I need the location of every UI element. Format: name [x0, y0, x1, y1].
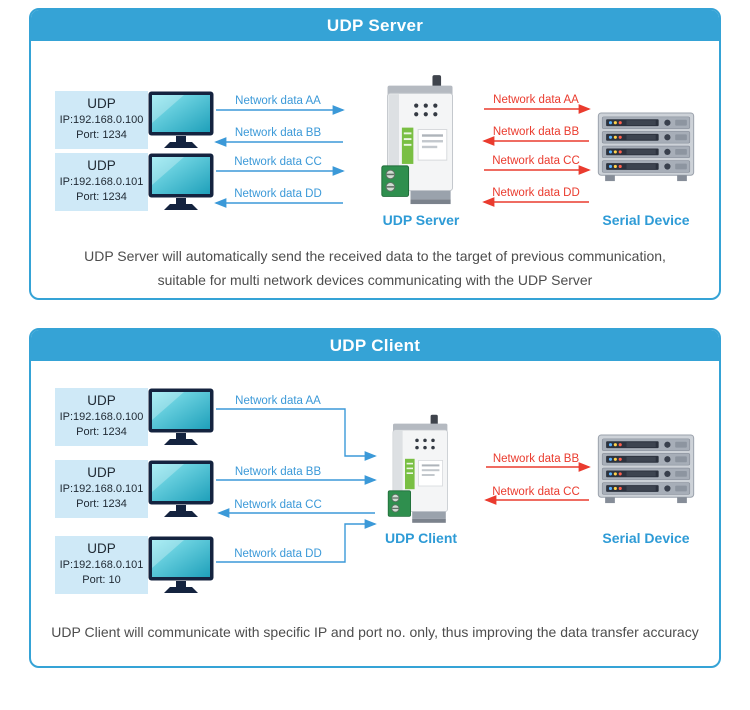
arrow-network-data-aa-left	[216, 408, 377, 461]
panel-title: UDP Server	[31, 10, 719, 41]
serial-device-label: Serial Device	[602, 212, 690, 228]
computer-protocol: UDP	[87, 541, 116, 557]
computer-ip: IP:192.168.0.100	[59, 411, 144, 424]
monitor-icon	[148, 536, 214, 593]
computer-port: Port: 1234	[76, 425, 127, 438]
computer-address-box: UDP IP:192.168.0.101 Port: 1234	[55, 460, 148, 518]
arrow-label: Network data BB	[492, 453, 580, 465]
computer-protocol: UDP	[87, 465, 116, 481]
computer-port: Port: 1234	[76, 190, 127, 203]
arrow-label: Network data BB	[234, 127, 322, 139]
serial-device-label: Serial Device	[602, 530, 690, 546]
monitor-icon	[148, 153, 214, 210]
server-rack-icon	[596, 112, 696, 184]
arrow-label: Network data CC	[492, 486, 580, 498]
arrow-label: Network data AA	[493, 94, 579, 106]
computer-protocol: UDP	[87, 96, 116, 112]
arrow-label: Network data CC	[492, 155, 580, 167]
device-label: UDP Server	[382, 212, 460, 228]
computer-protocol: UDP	[87, 158, 116, 174]
monitor-icon	[148, 91, 214, 148]
arrow-label: Network data BB	[234, 466, 322, 478]
computer-address-box: UDP IP:192.168.0.100 Port: 1234	[55, 91, 148, 149]
serial-server-device-icon	[387, 414, 448, 524]
computer-address-box: UDP IP:192.168.0.101 Port: 1234	[55, 153, 148, 211]
computer-port: Port: 1234	[76, 497, 127, 510]
computer-node: UDP IP:192.168.0.100 Port: 1234	[55, 91, 214, 149]
monitor-icon	[148, 460, 214, 517]
panel-caption-line: UDP Server will automatically send the r…	[84, 248, 666, 264]
arrow-label: Network data CC	[234, 156, 322, 168]
device-label: UDP Client	[384, 530, 458, 546]
monitor-icon	[148, 388, 214, 445]
computer-node: UDP IP:192.168.0.101 Port: 1234	[55, 460, 214, 518]
panel-caption-line: UDP Client will communicate with specifi…	[51, 624, 699, 640]
arrow-label: Network data DD	[234, 188, 322, 200]
computer-ip: IP:192.168.0.101	[59, 176, 144, 189]
panel-udp-server: UDP Server UDP IP:192.168.0.100 Port: 12…	[29, 8, 721, 300]
server-rack-icon	[596, 434, 696, 506]
computer-ip: IP:192.168.0.100	[59, 114, 144, 127]
computer-address-box: UDP IP:192.168.0.101 Port: 10	[55, 536, 148, 594]
computer-port: Port: 1234	[76, 128, 127, 141]
arrow-label: Network data CC	[234, 499, 322, 511]
computer-address-box: UDP IP:192.168.0.100 Port: 1234	[55, 388, 148, 446]
panel-caption-line: suitable for multi network devices commu…	[157, 272, 593, 288]
panel-udp-client: UDP Client UDP IP:192.168.0.100 Port: 12…	[29, 328, 721, 668]
arrow-label: Network data BB	[492, 126, 580, 138]
arrow-label: Network data DD	[492, 187, 580, 199]
computer-node: UDP IP:192.168.0.100 Port: 1234	[55, 388, 214, 446]
computer-node: UDP IP:192.168.0.101 Port: 1234	[55, 153, 214, 211]
computer-ip: IP:192.168.0.101	[59, 483, 144, 496]
computer-protocol: UDP	[87, 393, 116, 409]
panel-title: UDP Client	[31, 330, 719, 361]
arrow-label: Network data DD	[234, 548, 322, 560]
serial-server-device-icon	[381, 74, 454, 205]
computer-node: UDP IP:192.168.0.101 Port: 10	[55, 536, 214, 594]
computer-ip: IP:192.168.0.101	[59, 559, 144, 572]
computer-port: Port: 10	[82, 573, 121, 586]
arrow-label: Network data AA	[235, 395, 321, 407]
arrow-label: Network data AA	[235, 95, 321, 107]
